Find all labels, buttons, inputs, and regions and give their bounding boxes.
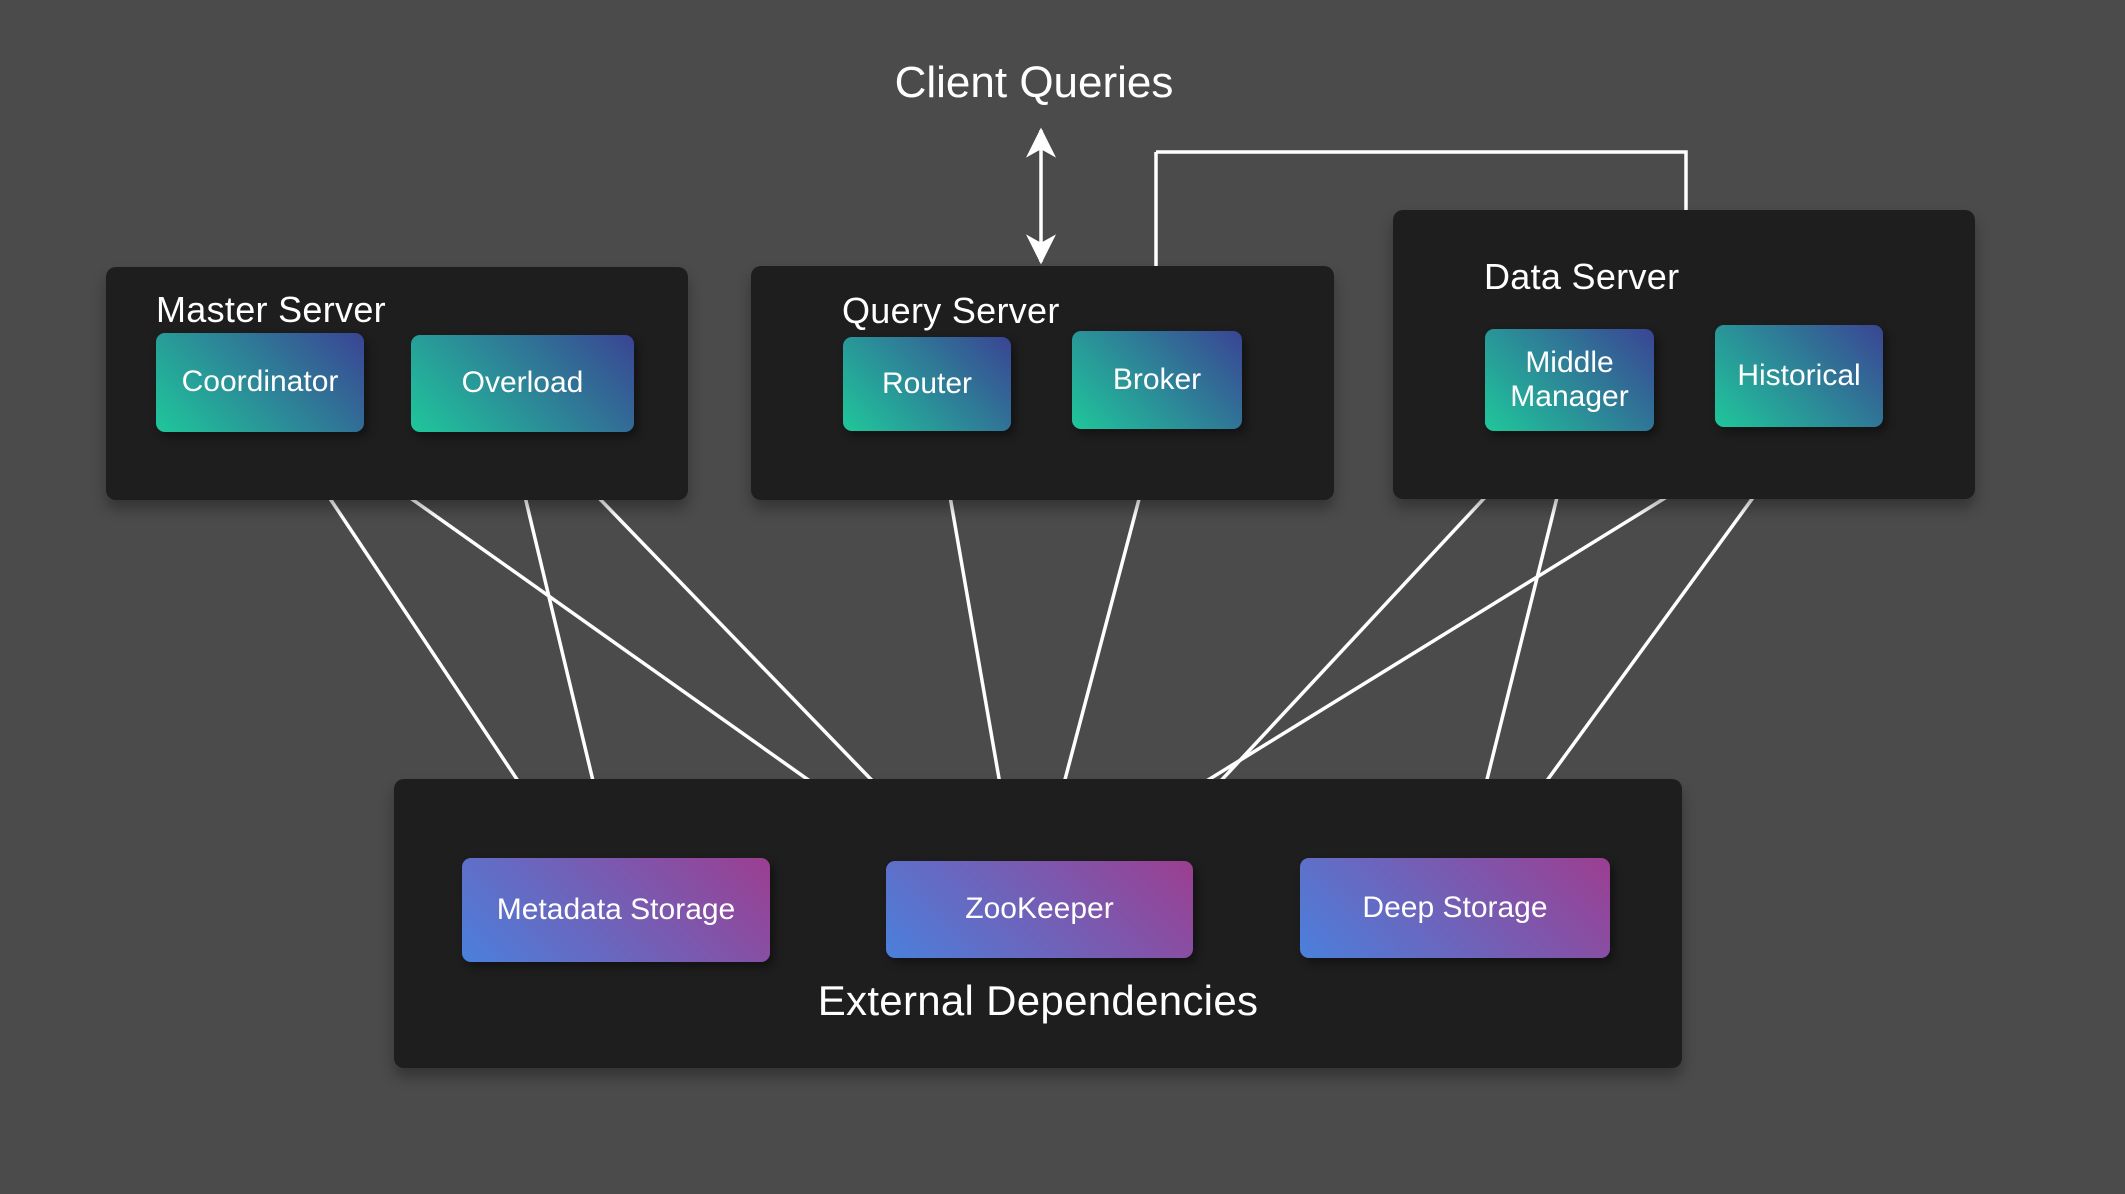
metadata-storage-node: Metadata Storage xyxy=(462,858,770,962)
query-server-panel: Query Server xyxy=(751,266,1334,500)
query-server-title: Query Server xyxy=(842,290,1060,331)
data-server-panel: Data Server xyxy=(1393,210,1975,499)
external-dependencies-title: External Dependencies xyxy=(817,977,1259,1024)
router-node: Router xyxy=(843,337,1011,431)
master-server-title: Master Server xyxy=(156,289,386,330)
zookeeper-node: ZooKeeper xyxy=(886,861,1193,958)
middle-manager-node: Middle Manager xyxy=(1485,329,1654,431)
coordinator-node: Coordinator xyxy=(156,333,364,432)
client-queries-title: Client Queries xyxy=(894,58,1174,107)
overload-node: Overload xyxy=(411,335,634,432)
historical-node: Historical xyxy=(1715,325,1883,427)
broker-node: Broker xyxy=(1072,331,1242,429)
deep-storage-node: Deep Storage xyxy=(1300,858,1610,958)
data-server-title: Data Server xyxy=(1484,256,1680,297)
